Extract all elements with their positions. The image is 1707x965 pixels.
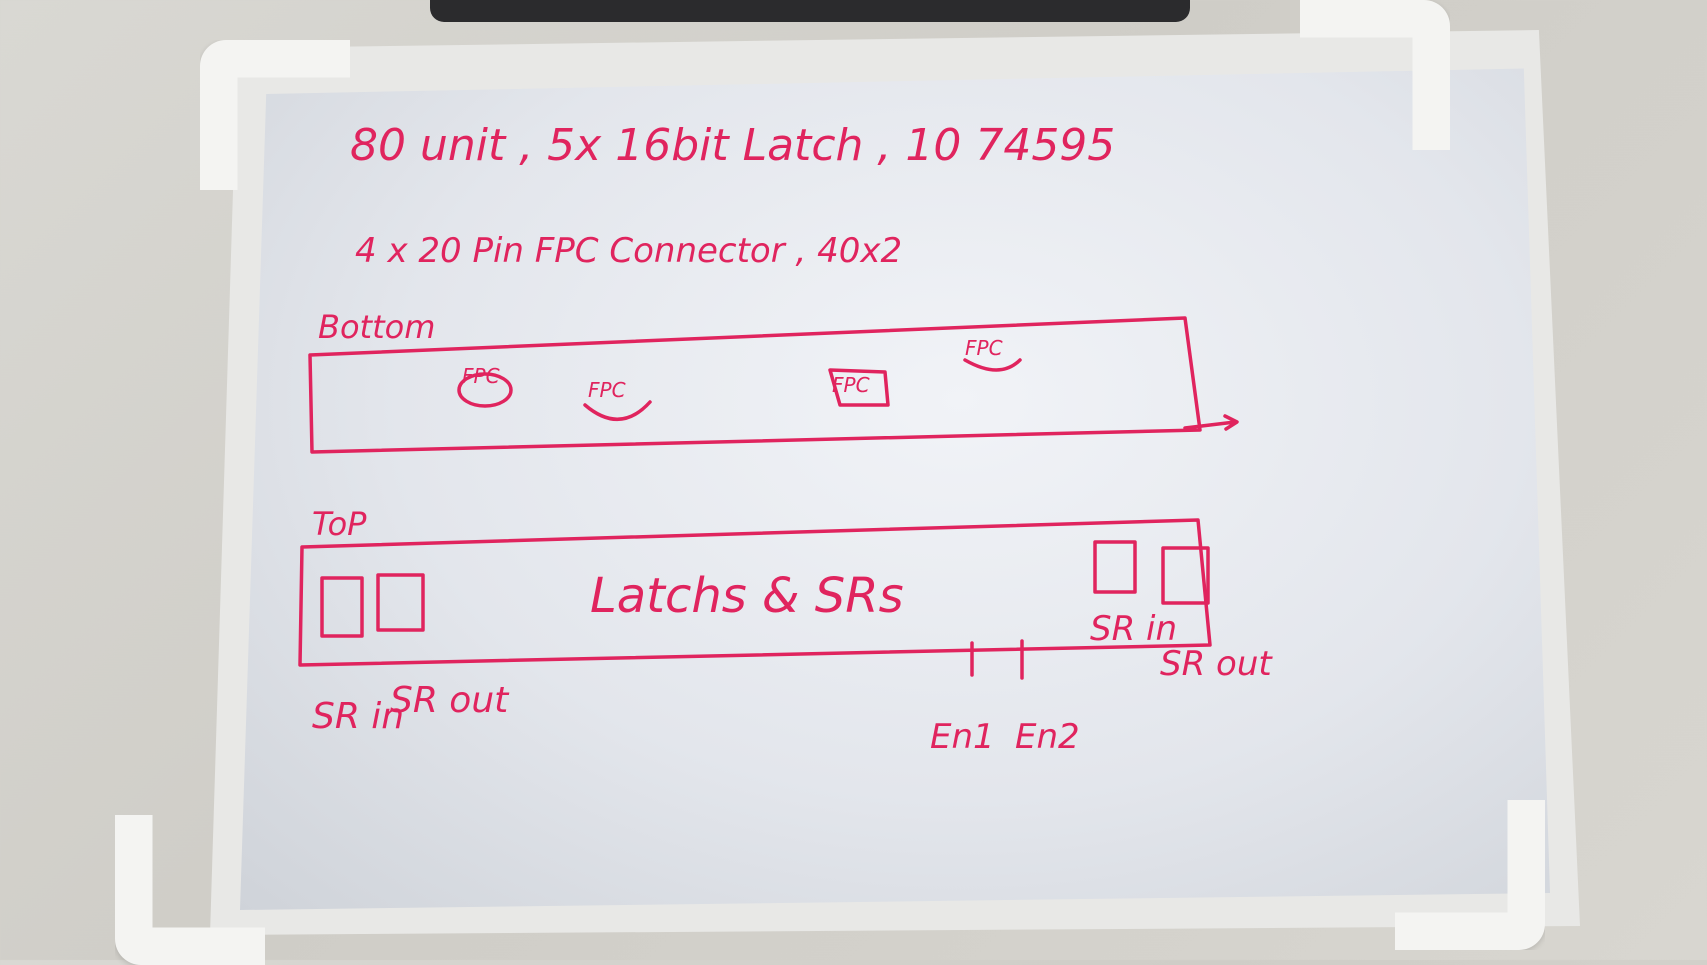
top-board-outline	[298, 518, 1212, 667]
laptop-edge	[430, 0, 1190, 22]
whiteboard-surface	[240, 68, 1550, 910]
bottom-label: Bottom	[318, 308, 435, 346]
fpc-label: FPC	[965, 336, 1003, 360]
bottom-board-outline	[308, 316, 1202, 454]
top-center-text: Latchs & SRs	[590, 568, 904, 624]
bottom-arrow	[1183, 414, 1239, 431]
top-label: ToP	[312, 505, 367, 543]
sr-out-label-left: SR out	[390, 680, 510, 721]
fpc-connector-3: FPC	[828, 368, 890, 407]
sr-in-label-left: SR in	[312, 696, 404, 737]
sr-in-label-right: SR in	[1090, 609, 1177, 649]
fpc-label: FPC	[462, 364, 500, 388]
header-line-1: 80 unit , 5x 16bit Latch , 10 74595	[350, 120, 1115, 171]
fpc-label: FPC	[588, 378, 626, 402]
sr-out-box-left	[376, 573, 425, 632]
sr-in-box-right	[1093, 540, 1137, 594]
enable-label-1: En1	[930, 717, 995, 757]
fpc-connector-4: FPC	[963, 336, 1022, 372]
fpc-label: FPC	[832, 373, 870, 397]
header-line-2: 4 x 20 Pin FPC Connector , 40x2	[355, 231, 902, 271]
fpc-connector-2: FPC	[583, 378, 652, 421]
sr-in-box-left	[320, 576, 364, 638]
enable-label-2: En2	[1015, 717, 1080, 757]
fpc-connector-1: FPC	[457, 364, 513, 408]
sr-out-box-right	[1161, 546, 1210, 605]
sr-out-label-right: SR out	[1160, 644, 1273, 684]
